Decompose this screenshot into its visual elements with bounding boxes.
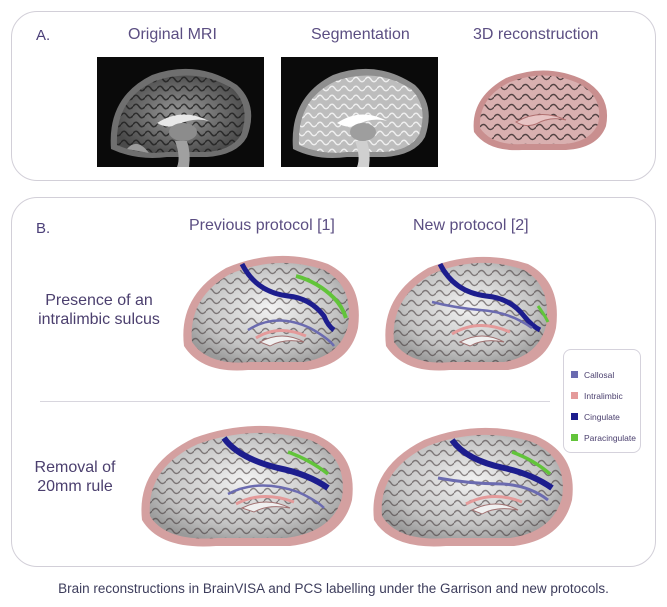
brain-intralimbic-new xyxy=(380,248,565,380)
3d-reconstruction-image xyxy=(466,62,616,157)
row-label-intralimbic: Presence of an intralimbic sulcus xyxy=(38,292,160,328)
legend-swatch-intralimbic xyxy=(571,392,578,399)
legend-swatch-cingulate xyxy=(571,413,578,420)
header-original-mri: Original MRI xyxy=(128,26,217,43)
brain-intralimbic-previous xyxy=(178,246,366,380)
legend-item-intralimbic: Intralimbic xyxy=(571,385,640,406)
legend: Callosal Intralimbic Cingulate Paracingu… xyxy=(563,349,641,453)
row-divider xyxy=(40,401,550,402)
figure-caption: Brain reconstructions in BrainVISA and P… xyxy=(58,581,609,596)
brain-20mm-previous xyxy=(138,416,360,556)
legend-item-callosal: Callosal xyxy=(571,364,640,385)
header-3d-reconstruction: 3D reconstruction xyxy=(473,26,599,43)
legend-item-paracingulate: Paracingulate xyxy=(571,427,640,448)
original-mri-image xyxy=(97,57,264,167)
row-label-20mm-rule: Removal of 20mm rule xyxy=(34,459,116,495)
panel-b-label: B. xyxy=(36,220,51,237)
header-previous-protocol: Previous protocol [1] xyxy=(189,217,335,234)
legend-item-cingulate: Cingulate xyxy=(571,406,640,427)
legend-swatch-callosal xyxy=(571,371,578,378)
legend-swatch-paracingulate xyxy=(571,434,578,441)
segmentation-image xyxy=(281,57,438,167)
header-segmentation: Segmentation xyxy=(311,26,410,43)
panel-a-label: A. xyxy=(36,27,51,44)
header-new-protocol: New protocol [2] xyxy=(413,217,529,234)
brain-20mm-new xyxy=(370,418,580,556)
